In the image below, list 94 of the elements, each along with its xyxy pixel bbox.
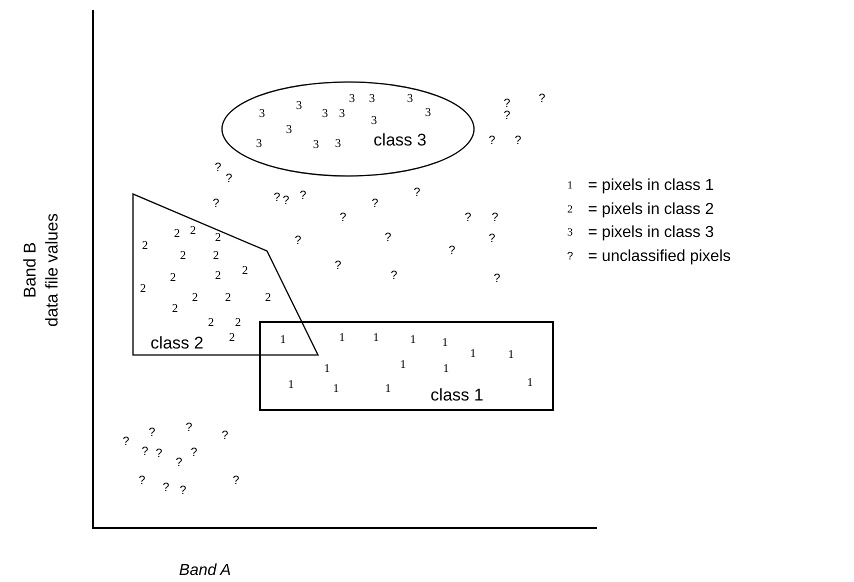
class-1-pixel: 1 [324,362,330,374]
axis-title: Band B [22,242,38,298]
unclassified-pixel: ? [538,92,546,104]
class-3-pixel: 3 [407,92,413,104]
legend-symbol: ? [566,252,574,262]
unclassified-pixel: ? [282,194,290,206]
class-1-pixel: 1 [410,333,416,345]
legend-text: = unclassified pixels [588,249,731,265]
class-1-pixel: 1 [470,347,476,359]
unclassified-pixel: ? [340,211,346,223]
class-2-pixel: 2 [215,269,221,281]
class-2-pixel: 2 [213,249,219,261]
unclassified-pixel: ? [414,186,420,198]
unclassified-pixel: ? [190,446,198,458]
unclassified-pixel: ? [138,474,146,486]
unclassified-pixel: ? [142,445,148,457]
class-3-pixel: 3 [286,123,292,135]
class-3-pixel: 3 [296,99,302,111]
class-2-pixel: 2 [192,291,198,303]
class-3-pixel: 3 [371,114,377,126]
class-1-pixel: 1 [442,336,448,348]
unclassified-pixel: ? [372,197,378,209]
class-region-rectangle [259,321,554,411]
class-label: class 1 [430,386,484,404]
unclassified-pixel: ? [390,269,398,281]
class-2-pixel: 2 [229,331,235,343]
unclassified-pixel: ? [448,244,456,256]
unclassified-pixel: ? [162,481,170,493]
unclassified-pixel: ? [180,484,186,496]
unclassified-pixel: ? [492,211,498,223]
class-3-pixel: 3 [259,107,265,119]
class-2-pixel: 2 [235,316,241,328]
legend-text: = pixels in class 1 [588,178,714,194]
unclassified-pixel: ? [334,259,342,271]
class-2-pixel: 2 [215,231,221,243]
class-1-pixel: 1 [333,382,339,394]
unclassified-pixel: ? [226,172,232,184]
unclassified-pixel: ? [384,231,392,243]
class-1-pixel: 1 [288,378,294,390]
unclassified-pixel: ? [212,197,220,209]
class-1-pixel: 1 [508,348,514,360]
class-3-pixel: 3 [369,92,375,104]
class-3-pixel: 3 [313,138,319,150]
class-2-pixel: 2 [242,264,248,276]
unclassified-pixel: ? [148,426,156,438]
class-2-pixel: 2 [174,227,180,239]
legend-symbol: 3 [567,228,573,238]
axis-title: data file values [44,213,60,327]
class-1-pixel: 1 [527,376,533,388]
unclassified-pixel: ? [494,272,500,284]
axis-title: Band A [179,563,231,579]
class-2-pixel: 2 [180,249,186,261]
unclassified-pixel: ? [176,456,182,468]
class-3-pixel: 3 [322,107,328,119]
unclassified-pixel: ? [122,435,130,447]
unclassified-pixel: ? [222,429,228,441]
unclassified-pixel: ? [488,232,496,244]
class-1-pixel: 1 [339,331,345,343]
unclassified-pixel: ? [504,97,510,109]
unclassified-pixel: ? [214,161,222,173]
unclassified-pixel: ? [488,134,496,146]
class-3-pixel: 3 [256,137,262,149]
legend-symbol: 2 [567,204,573,216]
unclassified-pixel: ? [274,191,280,203]
class-2-pixel: 2 [225,291,231,303]
unclassified-pixel: ? [156,447,162,459]
class-3-pixel: 3 [335,137,341,149]
unclassified-pixel: ? [464,211,472,223]
class-3-pixel: 3 [339,107,345,119]
class-2-pixel: 2 [140,282,146,294]
unclassified-pixel: ? [504,109,510,121]
unclassified-pixel: ? [232,474,240,486]
class-2-pixel: 2 [265,291,271,303]
legend-text: = pixels in class 3 [588,225,714,241]
unclassified-pixel: ? [294,234,302,246]
class-2-pixel: 2 [170,271,176,283]
class-label: class 2 [150,334,204,352]
unclassified-pixel: ? [186,421,192,433]
class-2-pixel: 2 [208,316,214,328]
unclassified-pixel: ? [514,134,522,146]
class-1-pixel: 1 [373,331,379,343]
class-1-pixel: 1 [443,362,449,374]
class-label: class 3 [374,132,426,148]
legend-symbol: 1 [567,180,573,192]
class-3-pixel: 3 [425,106,431,118]
class-2-pixel: 2 [172,302,178,314]
class-2-pixel: 2 [142,239,148,251]
class-2-pixel: 2 [190,224,196,236]
class-3-pixel: 3 [349,92,355,104]
unclassified-pixel: ? [300,189,306,201]
legend-text: = pixels in class 2 [588,202,714,218]
class-1-pixel: 1 [385,382,391,394]
class-1-pixel: 1 [280,333,286,345]
class-1-pixel: 1 [400,358,406,370]
